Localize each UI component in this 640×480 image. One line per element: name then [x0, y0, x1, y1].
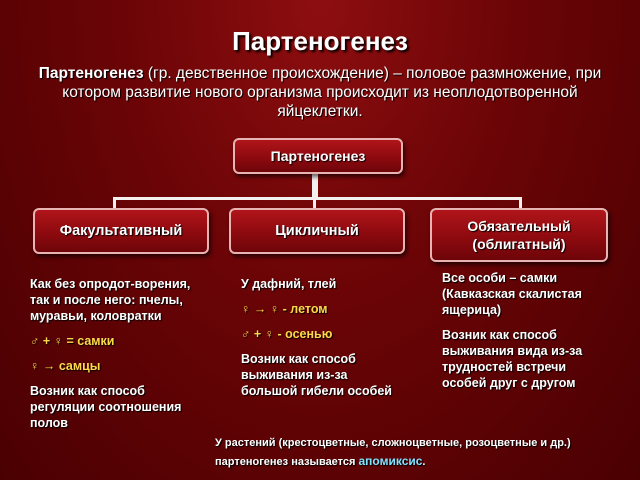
- plants-note: У растений (крестоцветные, сложноцветные…: [215, 434, 635, 471]
- definition: Партеногенез (гр. девственное происхожде…: [28, 64, 612, 121]
- facultative-details: Как без опродот-ворения, так и после нег…: [30, 276, 210, 440]
- branch-label-facultative: Факультативный: [59, 223, 183, 239]
- root-box: Партеногенез: [233, 138, 403, 174]
- connector-root-stem: [312, 158, 318, 198]
- detail-line: Как без опродот-ворения, так и после нег…: [30, 277, 191, 323]
- note-term: апомиксис: [358, 454, 423, 468]
- detail-line: У дафний, тлей: [241, 277, 337, 291]
- detail-line: ♀ → ♀ - летом: [241, 302, 328, 316]
- detail-line: Все особи – самки (Кавказская скалистая …: [442, 271, 582, 317]
- connector-drop-right: [519, 197, 522, 209]
- detail-line: Возник как способ выживания вида из-за т…: [442, 328, 583, 390]
- connector-drop-left: [113, 197, 116, 209]
- definition-text: (гр. девственное происхождение) – полово…: [62, 65, 602, 120]
- note-text: У растений (крестоцветные, сложноцветные…: [215, 437, 571, 468]
- connector-horizontal: [113, 197, 522, 200]
- detail-line: Возник как способ регуляции соотношения …: [30, 384, 182, 430]
- obligate-details: Все особи – самки (Кавказская скалистая …: [442, 270, 612, 400]
- branch-label-obligate: Обязательный (облигатный): [467, 218, 571, 252]
- branch-box-cyclic: Цикличный: [229, 208, 405, 254]
- root-label: Партеногенез: [270, 148, 366, 164]
- branch-box-facultative: Факультативный: [33, 208, 209, 254]
- definition-term: Партеногенез: [38, 65, 144, 82]
- branch-label-cyclic: Цикличный: [275, 223, 359, 239]
- detail-line: ♂ + ♀ - осенью: [241, 327, 333, 341]
- detail-line: Возник как способ выживания из-за большо…: [241, 352, 392, 398]
- detail-line: ♂ + ♀ = самки: [30, 334, 115, 348]
- detail-line: ♀ → самцы: [30, 359, 101, 373]
- connector-drop-center: [313, 197, 316, 209]
- cyclic-details: У дафний, тлей ♀ → ♀ - летом ♂ + ♀ - осе…: [241, 276, 401, 408]
- note-end: .: [422, 456, 426, 468]
- branch-box-obligate: Обязательный (облигатный): [430, 208, 608, 262]
- page-title: Партеногенез: [232, 26, 408, 56]
